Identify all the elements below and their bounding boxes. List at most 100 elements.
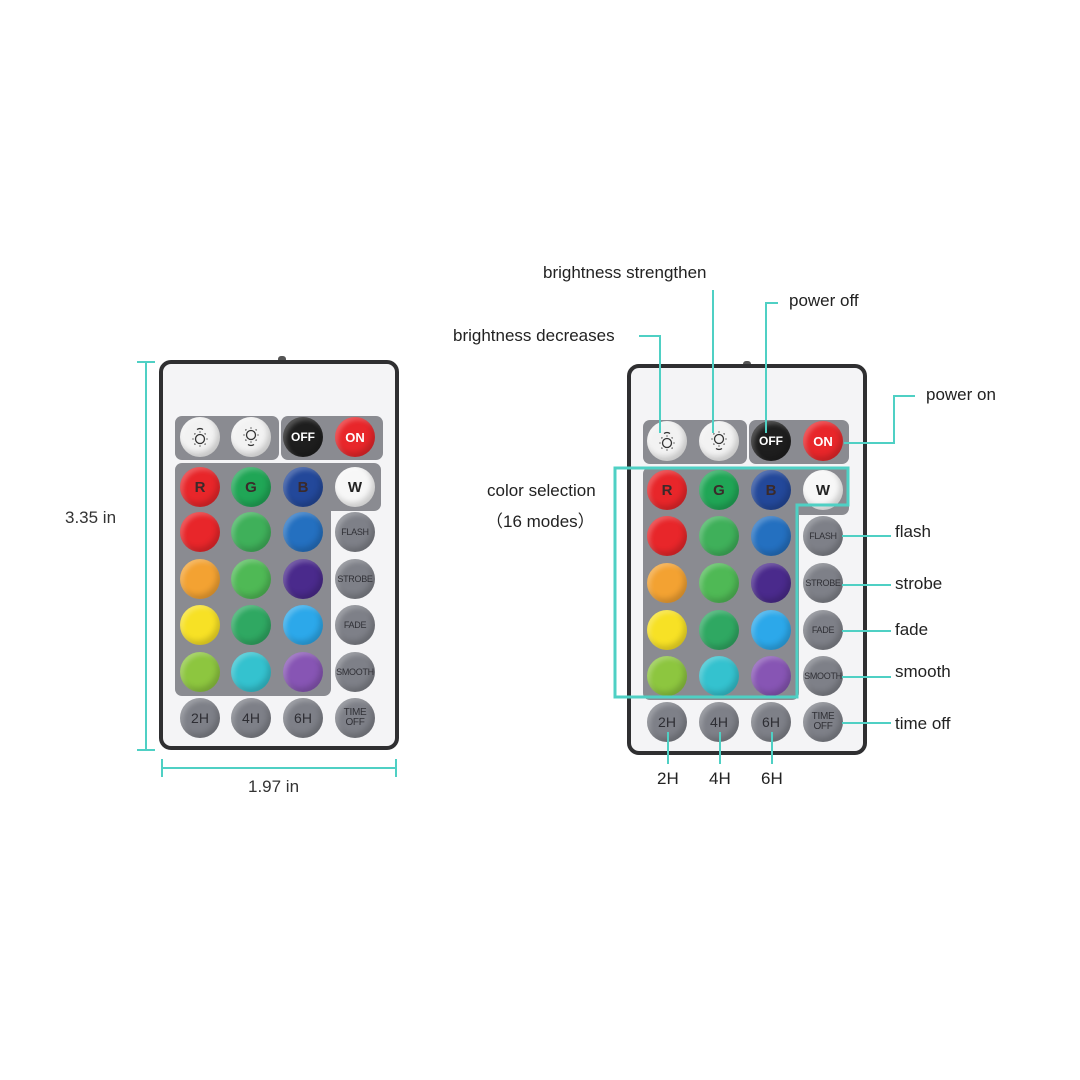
ir-emitter <box>743 361 751 366</box>
right-power-on-button[interactable]: ON <box>803 421 843 461</box>
left-fade-button[interactable]: FADE <box>335 605 375 645</box>
right-flash-button[interactable]: FLASH <box>803 516 843 556</box>
right-color-swatch-button[interactable] <box>751 563 791 603</box>
left-brightness-down-button[interactable] <box>180 417 220 457</box>
left-power-off-button-label: OFF <box>291 430 315 444</box>
leader-power-on-h1 <box>844 442 894 444</box>
left-timer-6h-button[interactable]: 6H <box>283 698 323 738</box>
right-time-off-label-1: OFF <box>813 721 833 732</box>
height-dimension-cap-bottom <box>137 749 155 751</box>
left-flash-button-label: FLASH <box>341 527 369 537</box>
left-smooth-button-label: SMOOTH <box>336 667 374 677</box>
label-4h: 4H <box>709 769 731 788</box>
left-color-r-button[interactable]: R <box>180 467 220 507</box>
right-color-swatch-button[interactable] <box>699 656 739 696</box>
right-color-swatch-button[interactable] <box>751 610 791 650</box>
left-color-w-button-label: W <box>347 478 363 496</box>
right-color-swatch-button[interactable] <box>751 516 791 556</box>
left-color-swatch-button[interactable] <box>231 559 271 599</box>
right-fade-button[interactable]: FADE <box>803 610 843 650</box>
label-strobe: strobe <box>895 574 943 593</box>
brightness-up-icon <box>707 429 731 453</box>
height-dimension-line <box>145 361 147 751</box>
leader-power-on-h2 <box>893 395 915 397</box>
left-timer-4h-button-label: 4H <box>242 710 260 726</box>
left-color-swatch-button[interactable] <box>231 605 271 645</box>
left-strobe-button-label: STROBE <box>337 574 373 584</box>
label-time-off: time off <box>895 714 951 733</box>
right-power-on-button-label: ON <box>813 433 833 449</box>
leader-brightness-decreases-h <box>639 335 661 337</box>
width-dimension-cap-right <box>395 759 397 777</box>
left-timer-4h-button[interactable]: 4H <box>231 698 271 738</box>
leader-4h <box>719 732 721 764</box>
left-power-off-button[interactable]: OFF <box>283 417 323 457</box>
left-power-on-button[interactable]: ON <box>335 417 375 457</box>
left-brightness-up-button[interactable] <box>231 417 271 457</box>
label-power-off: power off <box>789 291 859 310</box>
left-time-off-label-1: OFF <box>345 717 365 728</box>
left-color-r-button-label: R <box>194 478 206 496</box>
right-color-w-button[interactable]: W <box>803 470 843 510</box>
leader-flash <box>842 535 891 537</box>
right-color-swatch-button[interactable] <box>751 656 791 696</box>
brightness-up-icon <box>239 425 263 449</box>
right-color-swatch-button[interactable] <box>647 563 687 603</box>
left-color-swatch-button[interactable] <box>180 512 220 552</box>
right-power-off-button-label: OFF <box>759 434 783 448</box>
right-smooth-button[interactable]: SMOOTH <box>803 656 843 696</box>
label-brightness-decreases: brightness decreases <box>453 326 615 345</box>
label-2h: 2H <box>657 769 679 788</box>
width-dimension-cap-left <box>161 759 163 777</box>
left-color-swatch-button[interactable] <box>283 512 323 552</box>
right-color-swatch-button[interactable] <box>647 656 687 696</box>
left-color-swatch-button[interactable] <box>283 559 323 599</box>
right-color-g-button-label: G <box>713 481 725 499</box>
left-color-g-button[interactable]: G <box>231 467 271 507</box>
label-power-on: power on <box>926 385 996 404</box>
left-color-swatch-button[interactable] <box>283 605 323 645</box>
left-color-g-button-label: G <box>245 478 257 496</box>
right-timer-6h-button-label: 6H <box>762 714 780 730</box>
right-timer-4h-button-label: 4H <box>710 714 728 730</box>
left-color-swatch-button[interactable] <box>180 652 220 692</box>
leader-power-off-v <box>765 302 767 433</box>
leader-2h <box>667 732 669 764</box>
right-strobe-button[interactable]: STROBE <box>803 563 843 603</box>
left-color-swatch-button[interactable] <box>231 652 271 692</box>
left-color-swatch-button[interactable] <box>283 652 323 692</box>
left-color-swatch-button[interactable] <box>231 512 271 552</box>
right-color-b-button[interactable]: B <box>751 470 791 510</box>
label-fade: fade <box>895 620 929 639</box>
label-6h: 6H <box>761 769 783 788</box>
leader-brightness-decreases-v <box>659 335 661 433</box>
right-color-swatch-button[interactable] <box>647 610 687 650</box>
right-color-swatch-button[interactable] <box>699 563 739 603</box>
left-smooth-button[interactable]: SMOOTH <box>335 652 375 692</box>
right-color-swatch-button[interactable] <box>647 516 687 556</box>
left-time-off-label-0: TIME <box>343 707 367 718</box>
right-power-off-button[interactable]: OFF <box>751 421 791 461</box>
right-brightness-down-button[interactable] <box>647 421 687 461</box>
right-color-r-button[interactable]: R <box>647 470 687 510</box>
right-time-off-label-0: TIME <box>811 711 835 722</box>
right-timer-2h-button-label: 2H <box>658 714 676 730</box>
left-timer-6h-button-label: 6H <box>294 710 312 726</box>
right-color-swatch-button[interactable] <box>699 610 739 650</box>
left-color-swatch-button[interactable] <box>180 605 220 645</box>
left-timer-2h-button[interactable]: 2H <box>180 698 220 738</box>
left-color-b-button-label: B <box>297 478 309 496</box>
right-color-g-button[interactable]: G <box>699 470 739 510</box>
left-strobe-button[interactable]: STROBE <box>335 559 375 599</box>
left-color-w-button[interactable]: W <box>335 467 375 507</box>
right-color-swatch-button[interactable] <box>699 516 739 556</box>
height-dimension-label: 3.35 in <box>65 508 117 527</box>
left-color-b-button[interactable]: B <box>283 467 323 507</box>
right-smooth-button-label: SMOOTH <box>804 671 842 681</box>
left-flash-button[interactable]: FLASH <box>335 512 375 552</box>
right-brightness-up-button[interactable] <box>699 421 739 461</box>
leader-brightness-strengthen <box>712 290 714 433</box>
left-color-swatch-button[interactable] <box>180 559 220 599</box>
